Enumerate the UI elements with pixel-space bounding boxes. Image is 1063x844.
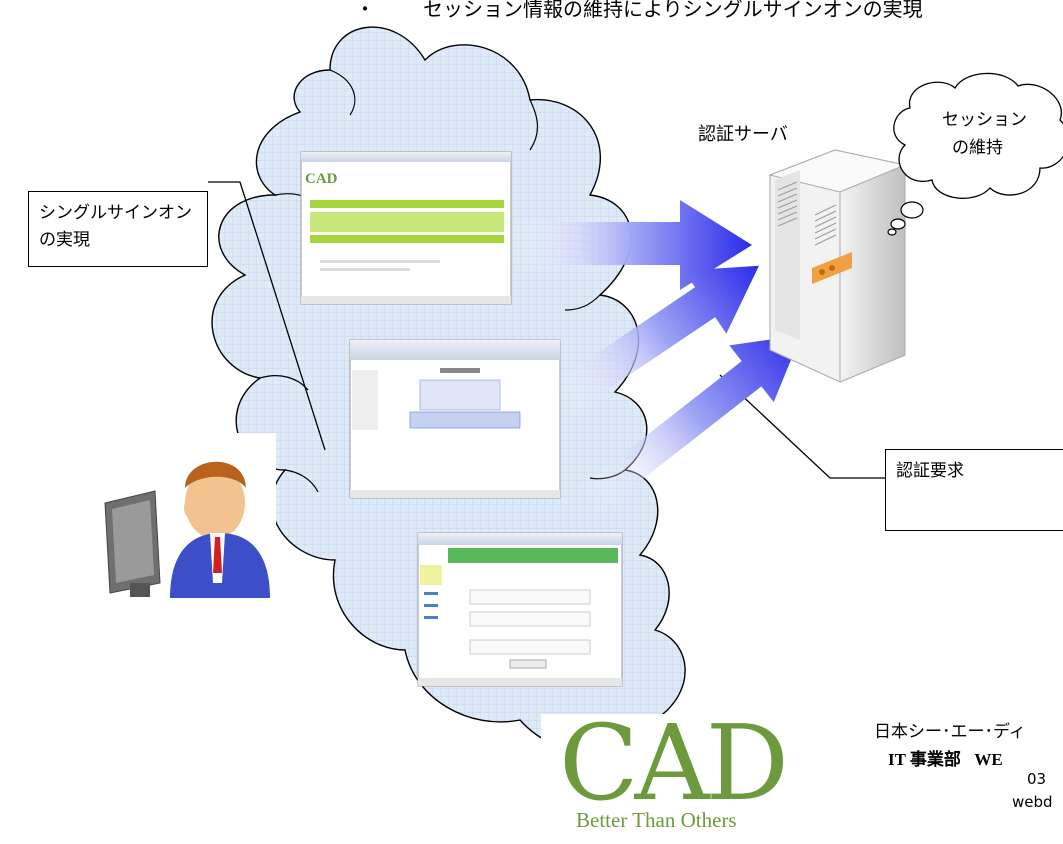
- callout-auth-leader: [719, 374, 885, 479]
- callout-sso-text: シングルサインオンの実現: [39, 203, 192, 250]
- header-bullet: ・: [355, 0, 375, 21]
- dept-suffix: WE: [974, 750, 1003, 769]
- app-screenshot-2: [349, 339, 561, 499]
- arrow-2: [549, 265, 759, 415]
- server-icon: [768, 149, 907, 383]
- user-at-computer-illustration: [100, 433, 276, 603]
- company-name: 日本シー･エー･ディ: [874, 722, 1026, 742]
- header-bullet-text: ・ セッション情報の維持によりシングルサインオンの実現: [355, 0, 1063, 24]
- bubble-text-line1: セッション: [942, 110, 1027, 130]
- callout-auth-text: 認証要求: [896, 461, 964, 481]
- phone-number: 03: [1027, 770, 1047, 788]
- email-address: webd: [1012, 793, 1053, 811]
- server-label: 認証サーバ: [698, 124, 788, 145]
- app-screenshot-1: CAD: [300, 151, 512, 305]
- callout-auth-request: 認証要求: [885, 449, 1063, 531]
- header-text: セッション情報の維持によりシングルサインオンの実現: [423, 0, 923, 21]
- thought-bubble: [887, 72, 1063, 236]
- app-screenshot-3: [417, 532, 623, 687]
- cad-logo-tagline: Better Than Others: [576, 808, 737, 832]
- arrow-3: [580, 335, 802, 513]
- arrow-1: [515, 200, 752, 290]
- callout-sso: シングルサインオンの実現: [28, 191, 208, 267]
- bubble-text-line2: の維持: [952, 138, 1003, 158]
- svg-text:CAD: CAD: [305, 171, 338, 187]
- cad-logo-text: CAD: [559, 702, 789, 824]
- callout-sso-leader: [208, 181, 326, 451]
- cad-logo: CAD Better Than Others: [541, 708, 809, 844]
- dept-prefix: IT 事業部: [888, 750, 961, 769]
- department: IT 事業部 WE: [888, 745, 1003, 770]
